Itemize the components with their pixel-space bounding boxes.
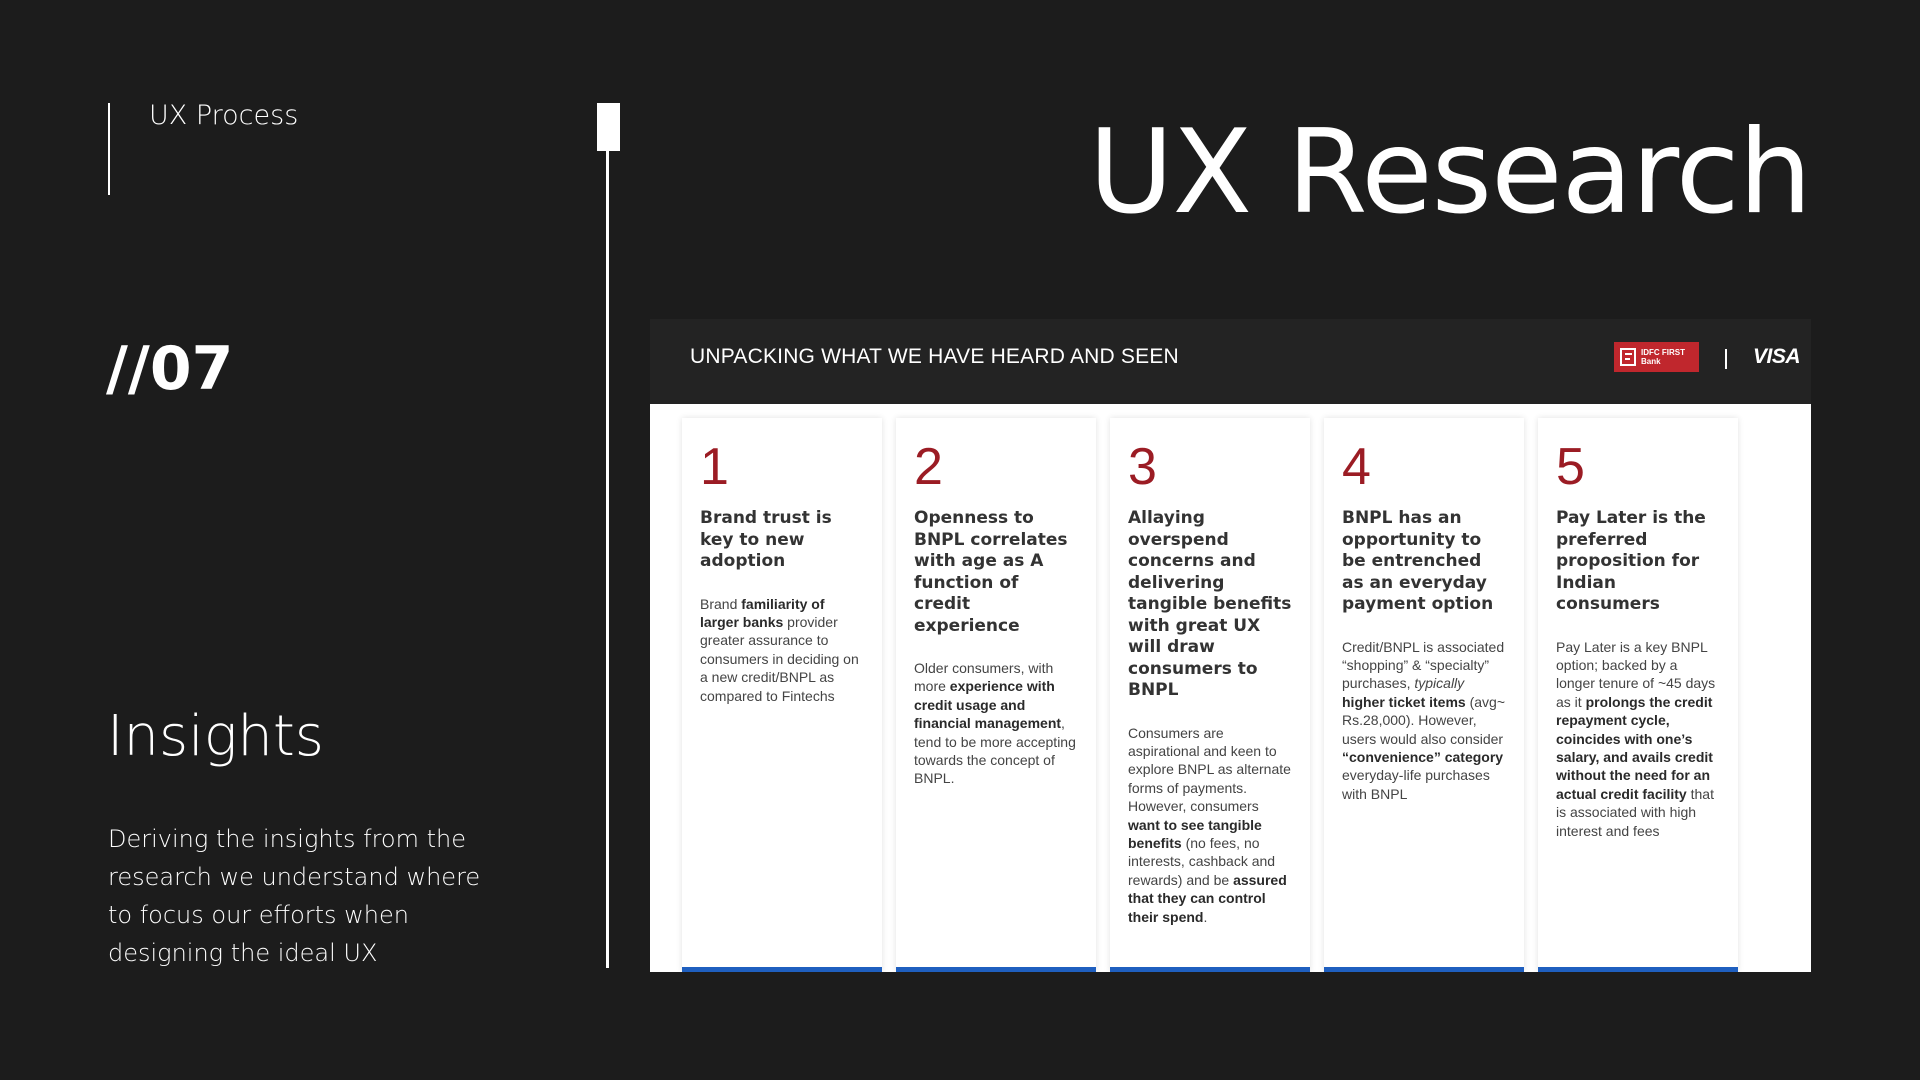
- card-title: Brand trust is key to new adoption: [700, 508, 832, 571]
- slide-heading: UNPACKING WHAT WE HAVE HEARD AND SEEN: [690, 345, 1179, 368]
- body-text: Credit/BNPL is associated “shopping” & “…: [1342, 638, 1505, 692]
- timeline-line: [606, 120, 609, 968]
- insight-cards: 1 Brand trust is key to new adoption Bra…: [650, 404, 1811, 972]
- emphasis-text: “convenience” category: [1342, 748, 1504, 765]
- body-text: Consumers are aspirational and keen to e…: [1128, 724, 1291, 815]
- emphasis-text: want to see tangible benefits: [1128, 816, 1262, 851]
- insight-card: 1 Brand trust is key to new adoption Bra…: [682, 418, 882, 972]
- logo-separator: [1725, 349, 1727, 369]
- card-body: Older consumers, with more experience wi…: [914, 659, 1078, 788]
- bank-logo-text: IDFC FIRST Bank: [1641, 348, 1685, 366]
- card-body: Pay Later is a key BNPL option; backed b…: [1556, 638, 1720, 840]
- card-body: Brand familiarity of larger banks provid…: [700, 595, 864, 705]
- card-body: Consumers are aspirational and keen to e…: [1128, 724, 1292, 926]
- section-label: UX Process: [149, 100, 299, 131]
- card-title: Openness to BNPL correlates with age as …: [914, 508, 1068, 636]
- body-text: , tend to be more accepting towards the …: [914, 715, 1076, 787]
- card-title: Allaying overspend concerns and deliveri…: [1128, 508, 1292, 700]
- insight-card: 3 Allaying overspend concerns and delive…: [1110, 418, 1310, 972]
- card-body: Credit/BNPL is associated “shopping” & “…: [1342, 638, 1506, 804]
- insights-title: Insights: [107, 704, 324, 769]
- idfc-first-bank-logo: IDFC FIRST Bank: [1614, 342, 1699, 372]
- body-text: Pay Later is a key BNPL option; backed b…: [1556, 638, 1716, 710]
- card-number: 4: [1342, 438, 1371, 496]
- card-title: Pay Later is the preferred proposition f…: [1556, 508, 1706, 614]
- page-title: UX Research: [1088, 105, 1812, 240]
- section-divider: [108, 103, 110, 195]
- slide-number: //07: [106, 334, 234, 404]
- body-text: Older consumers, with more: [914, 660, 1054, 695]
- italic-text: typically: [1414, 675, 1465, 692]
- timeline-handle[interactable]: [597, 103, 620, 151]
- body-text: everyday-life purchases with BNPL: [1342, 767, 1490, 802]
- body-text: provider greater assurance to consumers …: [700, 613, 859, 704]
- body-text: that is associated with high interest an…: [1556, 785, 1714, 839]
- research-slide-image: UNPACKING WHAT WE HAVE HEARD AND SEEN ID…: [650, 319, 1811, 972]
- emphasis-text: prolongs the credit repayment cycle, coi…: [1556, 693, 1713, 802]
- body-text: Brand: [700, 595, 742, 612]
- visa-logo: VISA: [1753, 345, 1801, 368]
- emphasis-text: experience with credit usage and financi…: [914, 678, 1062, 732]
- slide-header: UNPACKING WHAT WE HAVE HEARD AND SEEN ID…: [650, 319, 1811, 404]
- emphasis-text: familiarity of larger banks: [700, 595, 825, 630]
- card-number: 5: [1556, 438, 1585, 496]
- card-number: 1: [700, 438, 729, 496]
- insight-card: 5 Pay Later is the preferred proposition…: [1538, 418, 1738, 972]
- insight-card: 2 Openness to BNPL correlates with age a…: [896, 418, 1096, 972]
- insight-card: 4 BNPL has an opportunity to be entrench…: [1324, 418, 1524, 972]
- card-number: 3: [1128, 438, 1157, 496]
- insights-description: Deriving the insights from the research …: [108, 825, 481, 967]
- emphasis-text: assured that they can control their spen…: [1128, 871, 1287, 925]
- card-title: BNPL has an opportunity to be entrenched…: [1342, 508, 1494, 614]
- emphasis-text: higher ticket items: [1342, 693, 1466, 710]
- card-number: 2: [914, 438, 943, 496]
- body-text: (avg~ Rs.28,000). However, users would a…: [1342, 693, 1506, 747]
- body-text: .: [1203, 908, 1208, 925]
- body-text: (no fees, no interests, cashback and rew…: [1128, 834, 1276, 888]
- bank-logo-icon: [1620, 348, 1636, 366]
